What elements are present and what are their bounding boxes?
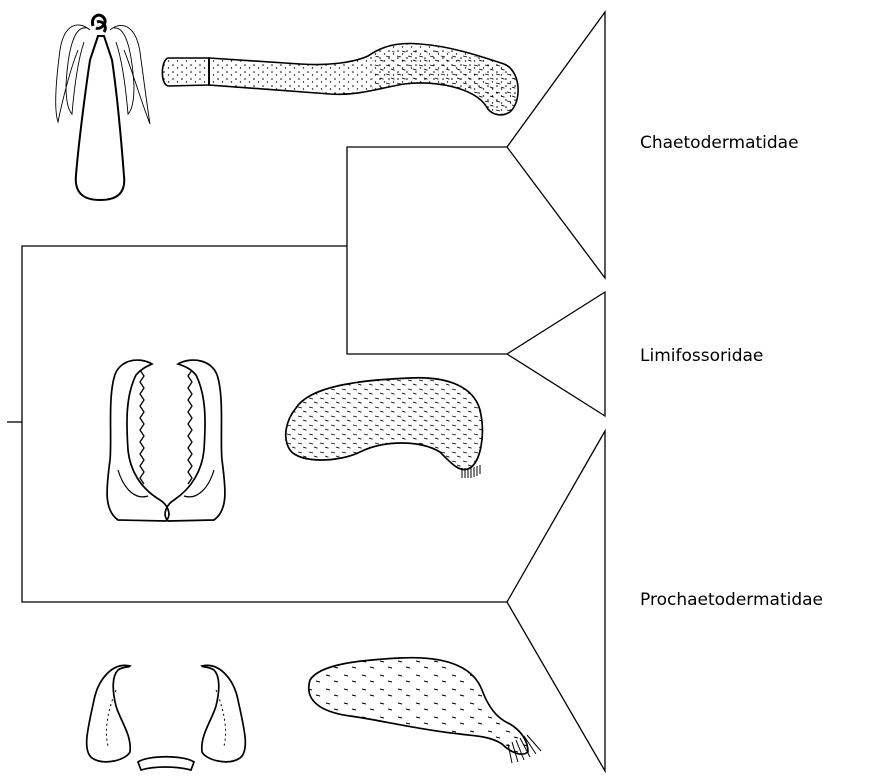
clade-triangle-chaetodermatidae — [507, 12, 605, 278]
clade-triangle-limifossoridae — [507, 292, 605, 416]
tree-branches — [7, 147, 507, 602]
chaetodermatid-radula-icon — [56, 15, 150, 200]
chaetodermatid-body-icon — [162, 44, 518, 115]
limifossorid-jaws-icon — [107, 360, 225, 521]
taxon-label-prochaetodermatidae: Prochaetodermatidae — [640, 590, 823, 610]
clade-triangle-prochaetodermatidae — [507, 431, 605, 771]
taxon-label-limifossoridae: Limifossoridae — [640, 346, 763, 366]
inner-node-branch — [347, 147, 507, 354]
prochaetodermatid-body-icon — [309, 658, 541, 763]
taxon-label-chaetodermatidae: Chaetodermatidae — [640, 133, 799, 153]
limifossorid-body-icon — [286, 378, 483, 478]
prochaetodermatid-jaws-icon — [87, 665, 246, 770]
clade-triangles — [507, 12, 605, 771]
